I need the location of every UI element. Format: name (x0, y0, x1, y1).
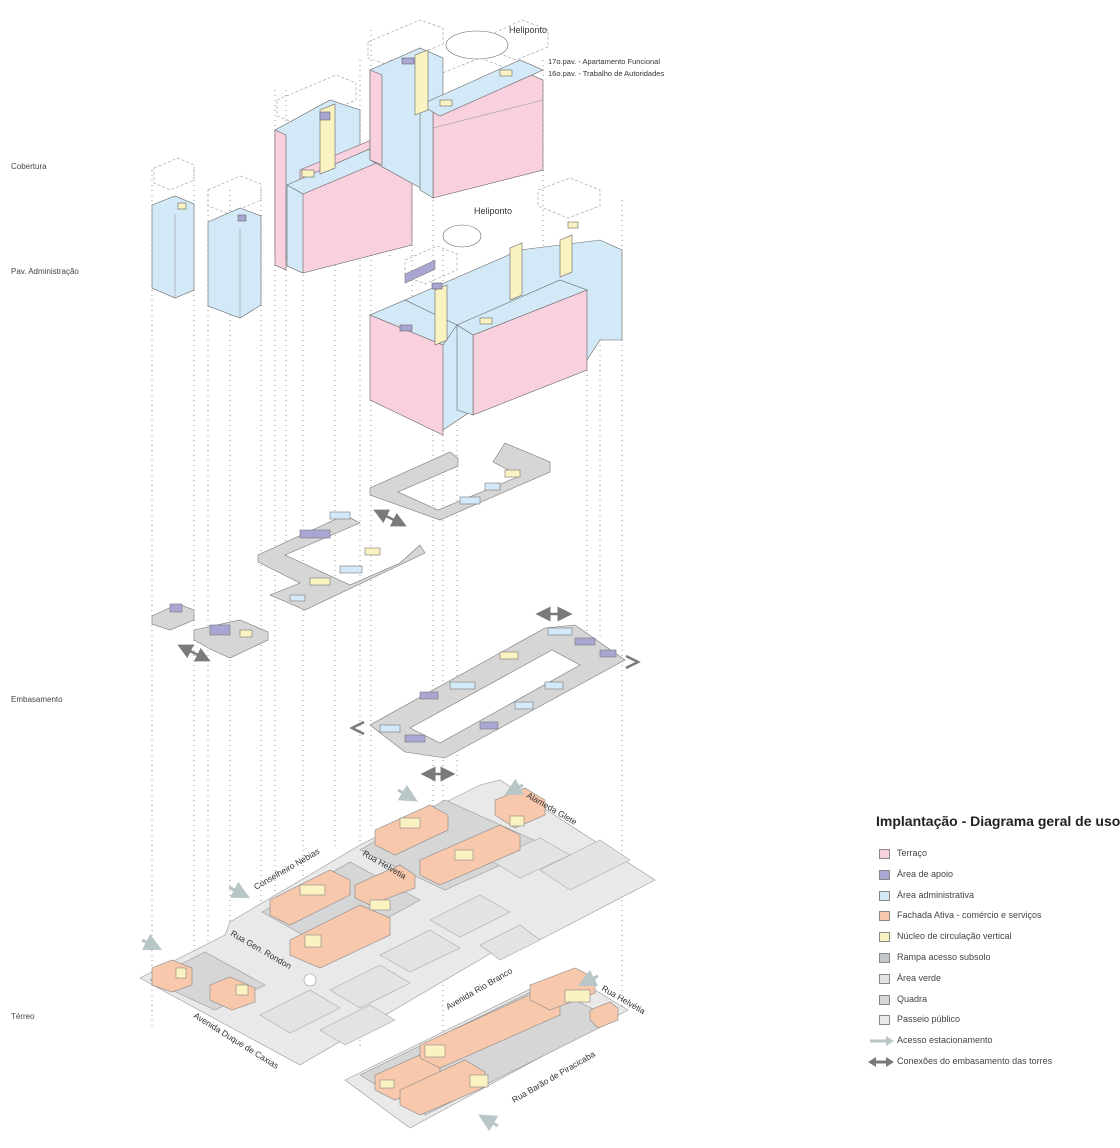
legend-item: Quadra (876, 993, 1116, 1014)
tower-connection-arrows (177, 509, 641, 782)
legend-swatch (879, 911, 890, 922)
legend-item: Rampa acesso subsolo (876, 951, 1116, 972)
heliponto-mid-pad (442, 224, 482, 248)
legend-item: Conexões do embasamento das torres (868, 1055, 1116, 1076)
legend-label: Conexões do embasamento das torres (897, 1055, 1053, 1066)
admin-roof-outlines (153, 157, 601, 285)
heliponto-top-pad (445, 30, 509, 60)
level-administracao (151, 157, 623, 436)
legend-label: Quadra (897, 993, 928, 1004)
floor-17-label: 17o.pav. - Apartamento Funcional (548, 57, 660, 66)
level-label-embasamento: Embasamento (11, 695, 63, 704)
legend-item: Área de apoio (876, 868, 1116, 889)
legend-label: Área administrativa (897, 889, 975, 900)
legend-label: Área verde (897, 972, 942, 983)
level-label-cobertura: Cobertura (11, 162, 47, 171)
legend-label: Acesso estacionamento (897, 1035, 993, 1046)
legend-swatch (879, 890, 890, 901)
level-upper-podium (151, 259, 551, 659)
legend-label: Rampa acesso subsolo (897, 951, 991, 962)
legend-item: Núcleo de circulação vertical (876, 930, 1116, 951)
legend-swatch (879, 952, 890, 963)
level-embasamento (369, 624, 626, 759)
legend-item: Acesso estacionamento (870, 1034, 1116, 1055)
legend-item: Passeio público (876, 1013, 1116, 1034)
legend-label: Área de apoio (897, 868, 954, 879)
parking-access-arrows (141, 778, 599, 1132)
level-terreo (139, 779, 656, 1129)
double-arrow-icon (868, 1056, 894, 1067)
floor-16-label: 16o.pav. - Trabalho de Autoridades (548, 69, 664, 78)
heliponto-mid-label: Heliponto (474, 206, 512, 216)
legend-swatch (879, 994, 890, 1005)
legend-swatch (879, 1015, 890, 1026)
legend-item: Terraço (876, 847, 1116, 868)
parking-arrow-icon (870, 1036, 894, 1047)
legend-label: Núcleo de circulação vertical (897, 931, 1012, 942)
level-label-terreo: Térreo (11, 1012, 35, 1021)
legend-swatch (879, 932, 890, 943)
legend-title: Implantação - Diagrama geral de usos (876, 813, 1120, 829)
legend-label: Fachada Ativa - comércio e serviços (897, 910, 1042, 921)
legend: Implantação - Diagrama geral de usos Ter… (868, 813, 1120, 1076)
level-cobertura (274, 19, 549, 274)
heliponto-top-label: Heliponto (509, 25, 547, 35)
legend-label: Passeio público (897, 1014, 961, 1025)
legend-item: Área verde (876, 972, 1116, 993)
legend-item: Área administrativa (876, 889, 1116, 910)
level-label-administracao: Pav. Administração (11, 267, 79, 276)
legend-swatch (879, 849, 890, 859)
legend-swatch (879, 869, 890, 880)
legend-label: Terraço (897, 848, 928, 858)
legend-item: Fachada Ativa - comércio e serviços (876, 909, 1116, 930)
legend-swatch (879, 973, 890, 984)
